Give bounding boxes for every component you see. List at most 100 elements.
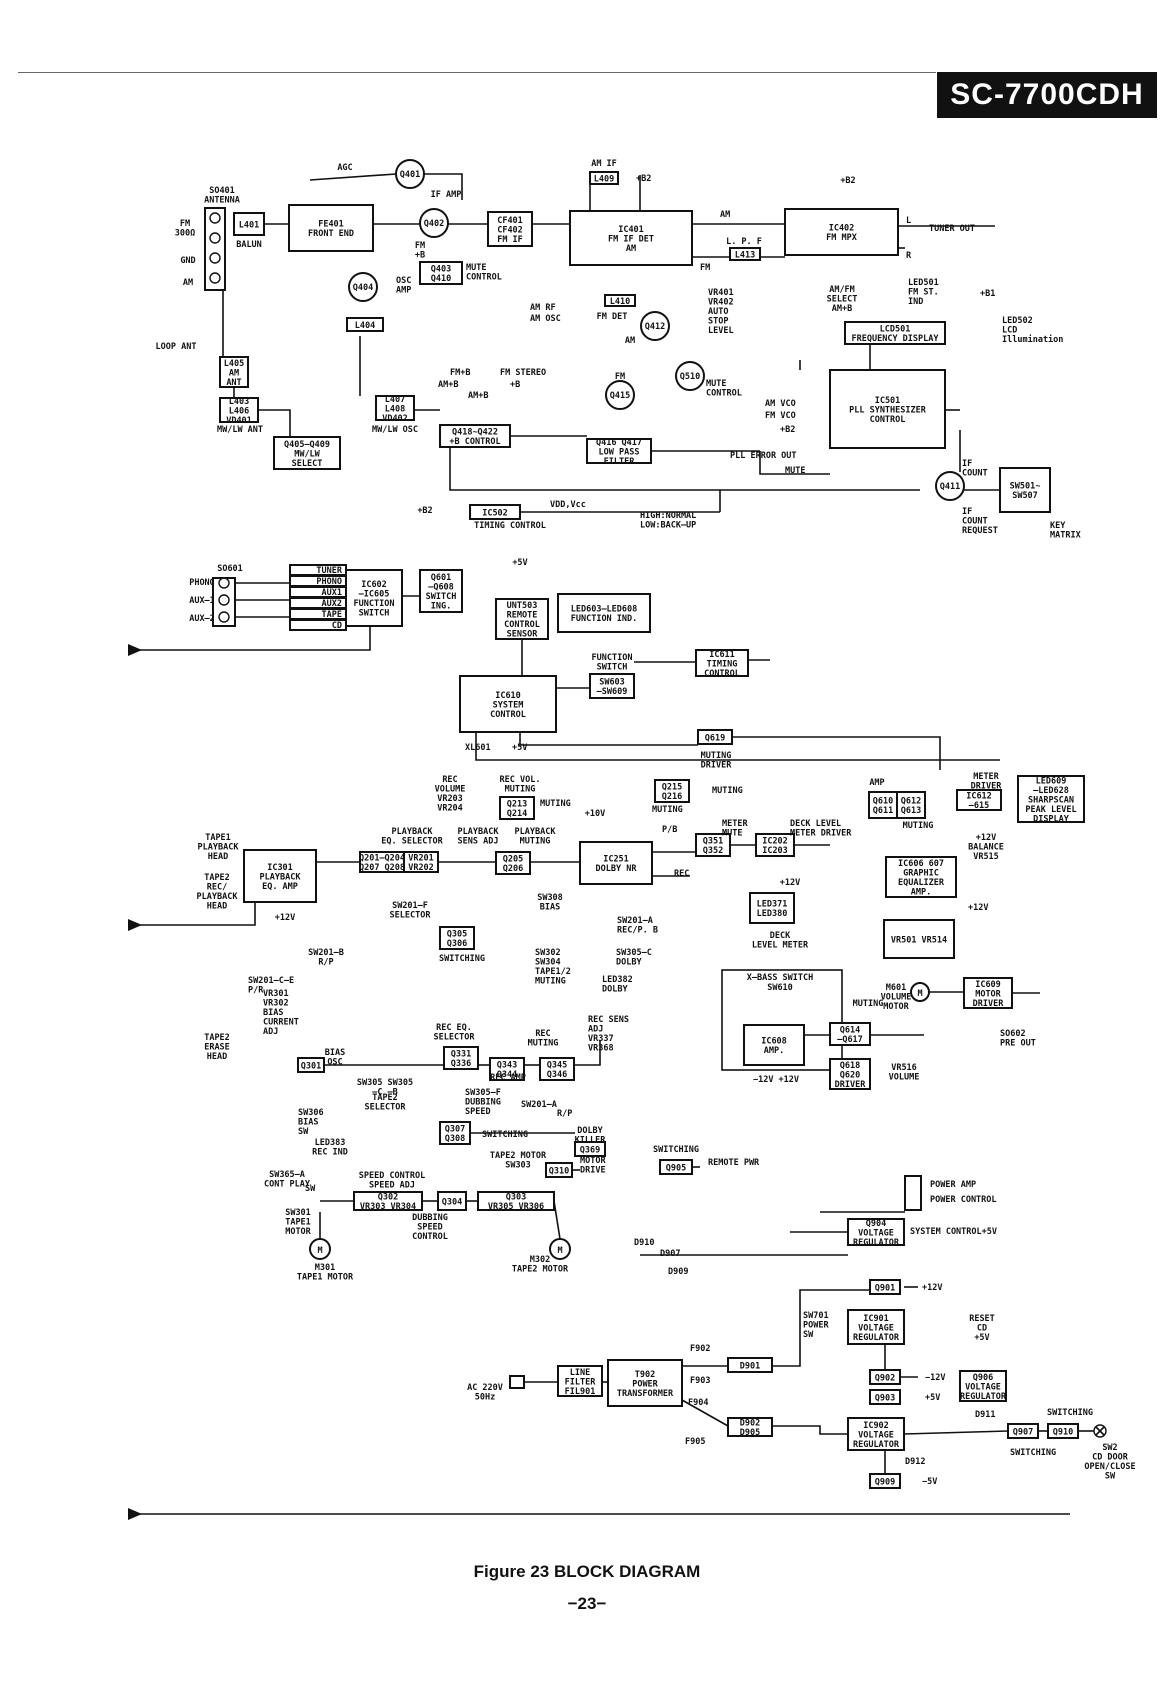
fm-stereo-label: FM STEREO (500, 368, 546, 378)
system-control-label: SYSTEM CONTROL+5V (910, 1227, 997, 1237)
input-select-label: TUNER (316, 566, 342, 576)
motor-glyph-3: M (917, 989, 922, 999)
block-label-q910: Q910 (1053, 1427, 1073, 1437)
wire (449, 446, 920, 491)
muting3-label: MUTING (652, 805, 683, 815)
input-select-label: AUX1 (322, 588, 342, 598)
amp-label: AMP (869, 778, 884, 788)
if-amp-label: IF AMP (431, 190, 462, 200)
pll-error-label: PLL ERROR OUT (730, 451, 797, 461)
power-relay (904, 1175, 922, 1211)
block-t902 (607, 1359, 683, 1407)
timing-control-label: TIMING CONTROL (474, 521, 546, 531)
block-ic606 (885, 856, 957, 898)
switching3-label: SWITCHING (653, 1145, 699, 1155)
block-label-q909: Q909 (875, 1477, 895, 1487)
signal-arrow (128, 644, 142, 656)
fm-mute-label: FM (615, 372, 625, 382)
block-l404 (346, 317, 384, 332)
muting-label: MUTING (712, 786, 743, 796)
wire (309, 173, 397, 181)
transistor-q510 (675, 361, 705, 391)
am-label: AM (183, 278, 193, 288)
block-ic611 (695, 649, 749, 677)
block-ic612 (956, 789, 1002, 811)
block-q903 (869, 1389, 901, 1405)
terminal-icon (209, 232, 221, 244)
plus5v-b-label: +5V (925, 1393, 940, 1403)
wire (519, 732, 698, 746)
block-vr501 (883, 919, 955, 959)
wire (759, 451, 830, 475)
block-label-q901: Q901 (875, 1283, 895, 1293)
sw305-label: SW305 SW305—C —B (357, 1078, 413, 1098)
xl601-label: XL601 (465, 743, 491, 753)
block-label-l409: L409 (594, 174, 614, 184)
block-lcd501 (844, 321, 946, 345)
wire (130, 902, 256, 926)
am-line-label-2: AM (625, 336, 635, 346)
block-ic501 (829, 369, 946, 449)
wire (772, 1289, 870, 1367)
wire (732, 736, 941, 770)
block-label-q907: Q907 (1013, 1427, 1033, 1437)
block-label-d901: D901 (740, 1361, 760, 1371)
transistor-q402 (419, 208, 449, 238)
wire (574, 1040, 601, 1066)
block-ic901 (847, 1309, 905, 1345)
wire (553, 1200, 561, 1240)
fm-small-label: FM (700, 263, 710, 273)
transistor-label: Q401 (400, 170, 420, 180)
block-d902 (727, 1417, 773, 1437)
transistor-label: Q411 (940, 482, 960, 492)
block-label-q905: Q905 (666, 1163, 686, 1173)
block-q345 (539, 1057, 575, 1081)
block-l410 (604, 294, 636, 307)
block-label-q418: Q418∼Q422+B CONTROL (449, 428, 500, 448)
rec-label: REC (674, 869, 689, 879)
d909-label: D909 (668, 1267, 688, 1277)
d910-label: D910 (634, 1238, 654, 1248)
rp-label: R/P (557, 1109, 572, 1119)
switch-mark (1095, 1426, 1105, 1436)
muting2-label: MUTING (540, 799, 571, 809)
block-ic402 (784, 208, 899, 256)
transistor-label: Q402 (424, 219, 444, 229)
block-ic608 (743, 1024, 805, 1066)
rec-amp-label: REC AMP (490, 1073, 526, 1083)
block-l413 (729, 247, 761, 261)
block-unt503 (495, 598, 549, 640)
block-q305 (439, 926, 475, 950)
r-label: R (906, 251, 912, 261)
